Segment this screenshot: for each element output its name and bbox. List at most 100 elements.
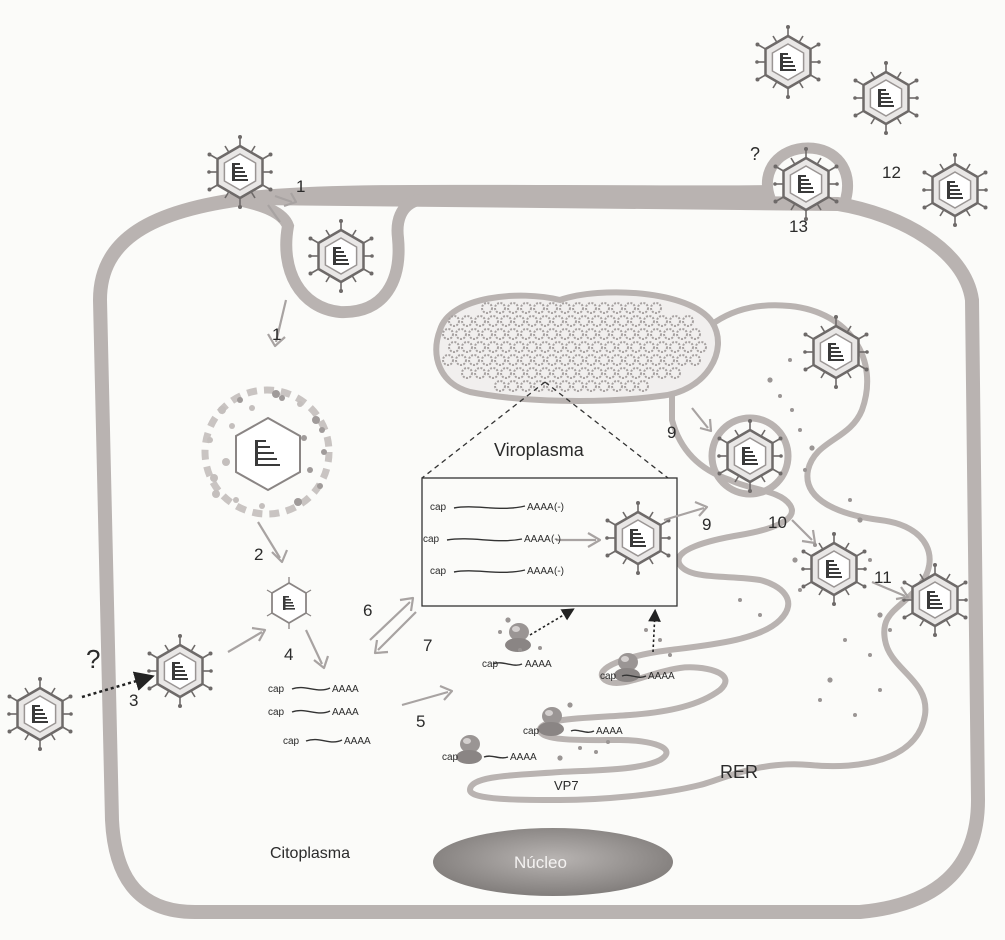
protein-dot	[868, 558, 872, 562]
inset-cap-2: cap	[423, 534, 440, 545]
protein-dot	[767, 377, 772, 382]
label-step-5: 5	[416, 712, 425, 731]
label-step-9-b: 9	[702, 515, 711, 534]
inset-sign-1: (-)	[554, 502, 564, 513]
virion-released-right	[922, 153, 988, 227]
label-nucleus: Núcleo	[514, 853, 567, 872]
rib-cap-3: cap	[523, 726, 540, 737]
label-step-2: 2	[254, 545, 263, 564]
uncoating-fragment	[210, 474, 218, 482]
uncoating-fragment	[218, 406, 226, 414]
protein-dot	[813, 543, 817, 547]
free-cap-1: cap	[268, 684, 285, 695]
protein-dot	[853, 713, 857, 717]
protein-dot	[798, 588, 802, 592]
rib-tail-3: AAAA	[596, 726, 623, 737]
label-step-4: 4	[284, 645, 293, 664]
uncoating-fragment	[317, 483, 323, 489]
protein-dot	[578, 746, 582, 750]
protein-dot	[857, 517, 862, 522]
virion-in-endosome	[308, 219, 374, 293]
rib-cap-2: cap	[600, 671, 617, 682]
label-step-10: 10	[768, 513, 787, 532]
uncoating-fragment	[279, 395, 285, 401]
protein-dot	[848, 498, 852, 502]
virion-3	[147, 634, 213, 708]
label-vp7: VP7	[554, 778, 579, 793]
protein-dot	[557, 755, 562, 760]
inset-sign-2: (-)	[551, 534, 561, 545]
uncoating-fragment	[229, 423, 235, 429]
protein-dot	[644, 628, 648, 632]
protein-dot	[803, 468, 807, 472]
protein-dot	[758, 613, 762, 617]
label-question-left: ?	[86, 644, 100, 674]
protein-dot	[792, 557, 797, 562]
virion-in-rer	[803, 315, 869, 389]
protein-dot	[668, 653, 672, 657]
protein-dot	[827, 677, 832, 682]
double-layer-particle	[267, 577, 311, 629]
protein-dot	[798, 428, 802, 432]
protein-dot	[498, 630, 502, 634]
uncoating-fragment	[259, 503, 265, 509]
uncoating-fragment	[212, 490, 220, 498]
inset-sign-3: (-)	[554, 566, 564, 577]
label-step-11: 11	[874, 568, 892, 587]
label-step-3: 3	[129, 691, 138, 710]
ribosome-2	[614, 653, 640, 682]
protein-dot	[778, 394, 782, 398]
protein-dot	[567, 702, 572, 707]
protein-dot	[843, 638, 847, 642]
uncoating-particle	[205, 390, 329, 514]
uncoating-fragment	[319, 427, 325, 433]
viroplasm-body	[436, 292, 718, 401]
label-step-7: 7	[423, 636, 432, 655]
free-tail-1: AAAA	[332, 684, 359, 695]
uncoating-fragment	[297, 401, 303, 407]
virion-left-entry	[7, 677, 73, 751]
inset-cap-1: cap	[430, 502, 447, 513]
free-tail-3: AAAA	[344, 736, 371, 747]
inset-tail-3: AAAA	[527, 566, 554, 577]
free-mrna-labels: cap AAAA cap AAAA cap AAAA	[268, 684, 371, 747]
label-step-9-a: 9	[667, 423, 676, 442]
rib-tail-1: AAAA	[525, 659, 552, 670]
label-cytoplasm: Citoplasma	[270, 845, 350, 862]
inset-tail-2: AAAA	[524, 534, 551, 545]
uncoating-fragment	[312, 416, 320, 424]
protein-dot	[606, 740, 610, 744]
label-step-13: 13	[789, 217, 808, 236]
uncoating-fragment	[207, 437, 213, 443]
protein-dot	[788, 358, 792, 362]
protein-dot	[594, 750, 598, 754]
protein-dot	[538, 646, 542, 650]
rib-cap-1: cap	[482, 659, 499, 670]
ribosome-4	[456, 735, 482, 764]
label-step-1-top: 1	[296, 177, 305, 196]
inset-tail-1: AAAA	[527, 502, 554, 513]
uncoating-fragment	[237, 397, 243, 403]
protein-dot	[809, 445, 814, 450]
free-cap-2: cap	[268, 707, 285, 718]
protein-dot	[888, 628, 892, 632]
virion-mature-11	[902, 563, 968, 637]
protein-dot	[658, 638, 662, 642]
protein-dot	[518, 648, 522, 652]
uncoating-fragment	[307, 467, 313, 473]
label-step-1-mid: 1	[272, 325, 281, 344]
protein-dot	[505, 617, 510, 622]
label-viroplasm: Viroplasma	[494, 440, 585, 460]
protein-dot	[878, 688, 882, 692]
protein-dot	[818, 698, 822, 702]
uncoating-fragment	[301, 435, 307, 441]
uncoating-fragment	[233, 497, 239, 503]
free-tail-2: AAAA	[332, 707, 359, 718]
uncoating-fragment	[222, 458, 230, 466]
label-rer: RER	[720, 762, 758, 782]
virion-released-top-a	[755, 25, 821, 99]
rib-cap-4: cap	[442, 752, 459, 763]
rib-tail-4: AAAA	[510, 752, 537, 763]
uncoating-fragment	[294, 498, 302, 506]
inset-cap-3: cap	[430, 566, 447, 577]
